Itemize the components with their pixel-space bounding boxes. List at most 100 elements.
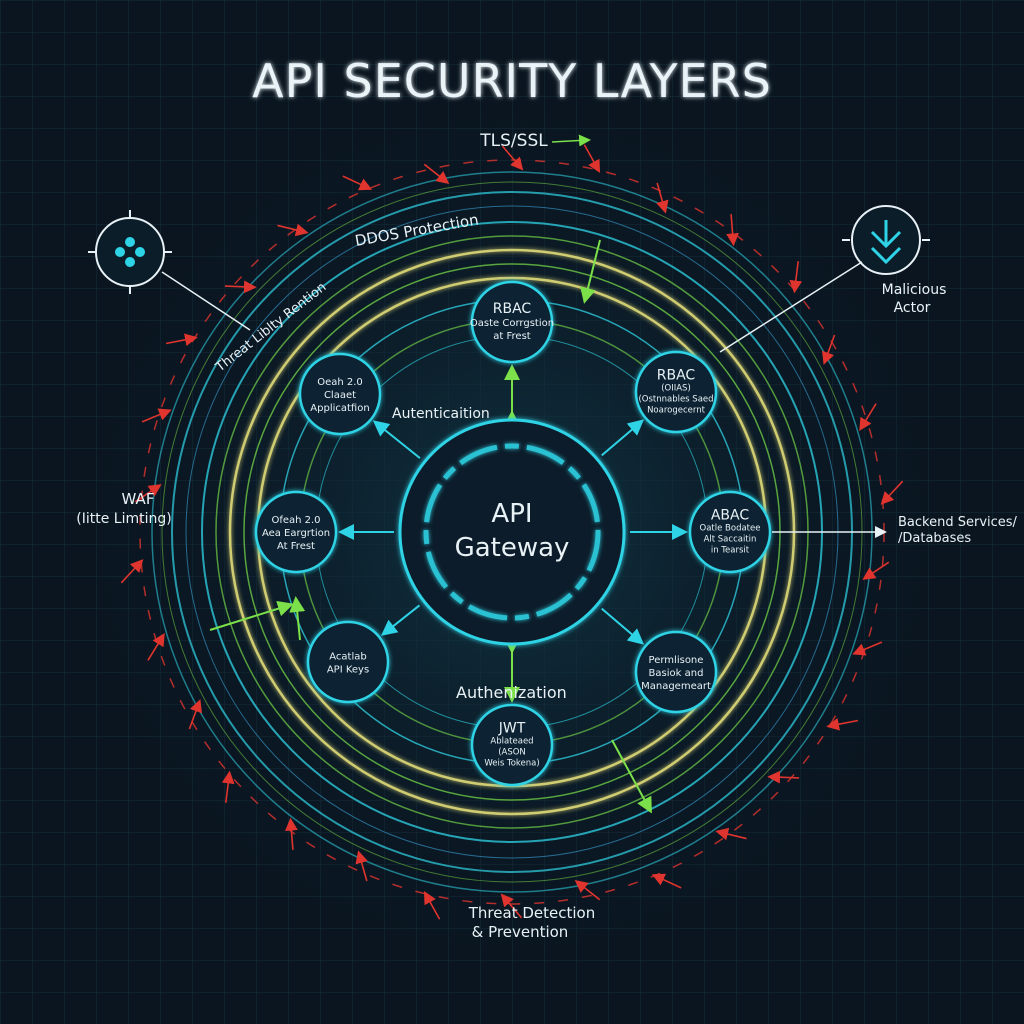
threat-arrow — [355, 850, 368, 882]
threat-arrow — [134, 484, 162, 503]
threat-arrow — [423, 891, 441, 920]
threat-arrow — [285, 817, 298, 850]
node-right-line-1: Oatle Bodatee — [700, 524, 761, 534]
page-title: API SECURITY LAYERS — [252, 54, 772, 108]
authorization-label: Authenization — [456, 683, 567, 702]
node-top-right-line-0: RBAC — [657, 368, 696, 384]
threat-arrow — [651, 873, 682, 889]
node-bottom-line-2: (ASON — [498, 748, 526, 758]
node-left-line-0: Ofeah 2.0 — [271, 515, 320, 526]
api-gateway: API Gateway — [398, 418, 626, 646]
node-bottom-line-1: Ablateaed — [490, 737, 533, 747]
node-circle-right — [688, 490, 772, 574]
waf-label-line2: (Iitte Limting) — [76, 511, 171, 527]
threat-arrow — [880, 480, 904, 505]
threat-arrow — [859, 403, 877, 432]
node-top-right-line-1: (OIIAS) — [661, 384, 691, 394]
connector-bottom-right — [601, 607, 645, 645]
node-bottom-right-line-0: Permlisone — [649, 655, 704, 666]
node-circle-top — [470, 280, 554, 364]
node-bottom-right-line-1: Basiok and — [649, 668, 704, 679]
node-top-left-line-0: Oeah 2.0 — [317, 377, 363, 388]
threat-arrow — [574, 880, 601, 901]
gateway-label-line1: API — [491, 499, 532, 529]
node-bottom-line-3: Weis Tokena) — [484, 759, 539, 769]
node-top-line-1: Oaste Corrgstion — [470, 318, 554, 329]
malicious-label-line2: Actor — [894, 300, 931, 316]
backend-label-line1: Backend Services/ — [898, 515, 1018, 530]
node-bottom-line-0: JWT — [498, 721, 526, 737]
threat-arrow — [656, 182, 669, 214]
threat-arrow — [423, 163, 450, 184]
client-connector — [161, 271, 251, 331]
threat-arrow — [822, 334, 836, 365]
threat-arrow — [342, 175, 373, 191]
threat-detection-label-line1: Threat Detection — [468, 904, 595, 922]
node-right-line-2: Alt Saccaitin — [704, 535, 757, 545]
threat-arrow — [120, 559, 144, 584]
node-left-line-1: Aea Eargrtion — [262, 528, 330, 539]
node-bottom-left-line-1: API Keys — [327, 665, 369, 676]
node-top-line-0: RBAC — [493, 301, 532, 317]
threat-detection-label-line2: & Prevention — [472, 923, 569, 941]
malicious-label-line1: Malicious — [882, 282, 947, 298]
threat-arrow — [501, 145, 524, 171]
tls-label: TLS/SSL — [479, 131, 548, 151]
waf-label-line1: WAF — [122, 490, 155, 508]
threat-arrow — [583, 144, 601, 173]
gateway-inner-ring — [423, 443, 601, 621]
threat-arrows — [120, 144, 904, 920]
gateway-label-line2: Gateway — [455, 533, 570, 563]
threat-arrow — [165, 333, 198, 347]
threat-arrow — [826, 717, 859, 731]
backend-label-line2: /Databases — [898, 531, 971, 546]
node-top-left-line-1: Claaet — [324, 390, 356, 401]
connector-bottom-left — [380, 604, 421, 636]
threat-arrow — [277, 223, 309, 237]
node-circle-bottom — [470, 703, 554, 787]
node-circle-top-left — [298, 352, 382, 436]
node-circle-top-right — [634, 350, 718, 434]
gateway-connectors — [338, 364, 688, 703]
threat-arrow — [789, 261, 803, 294]
node-top-line-2: at Frest — [493, 331, 531, 342]
threat-arrow — [500, 893, 523, 919]
threat-arrow — [715, 827, 747, 841]
node-left-line-2: At Frest — [277, 541, 315, 552]
threat-arrow — [188, 699, 202, 730]
threat-arrow — [767, 770, 800, 784]
malicious-actor-icon — [842, 205, 930, 275]
node-top-right-line-3: Noarogecernt — [647, 406, 706, 416]
authentication-label: Autenticaition — [392, 406, 490, 422]
ring-flow-arrows — [209, 239, 652, 814]
node-circle-bottom-left — [306, 620, 390, 704]
node-circle-bottom-right — [634, 630, 718, 714]
client-app-icon — [88, 210, 172, 294]
threat-arrow — [147, 632, 165, 661]
threat-arrow — [221, 770, 235, 803]
tls-arrow — [551, 134, 591, 147]
malicious-connector — [719, 261, 863, 353]
connector-top-right — [601, 419, 645, 457]
gateway-outer-ring — [398, 418, 626, 646]
node-top-right-line-2: (Ostnnables Saed — [638, 395, 713, 405]
threat-arrow — [862, 561, 890, 580]
node-top-left-line-2: Applicatfion — [310, 403, 369, 414]
threat-arrow — [224, 280, 257, 294]
node-right-line-0: ABAC — [711, 508, 750, 524]
node-right-line-3: in Tearsit — [711, 546, 750, 556]
node-bottom-left-line-0: Acatlab — [329, 652, 366, 663]
node-bottom-right-line-2: Managemeart — [641, 681, 711, 692]
threat-arrow — [141, 408, 172, 423]
threat-arrow — [726, 214, 739, 247]
